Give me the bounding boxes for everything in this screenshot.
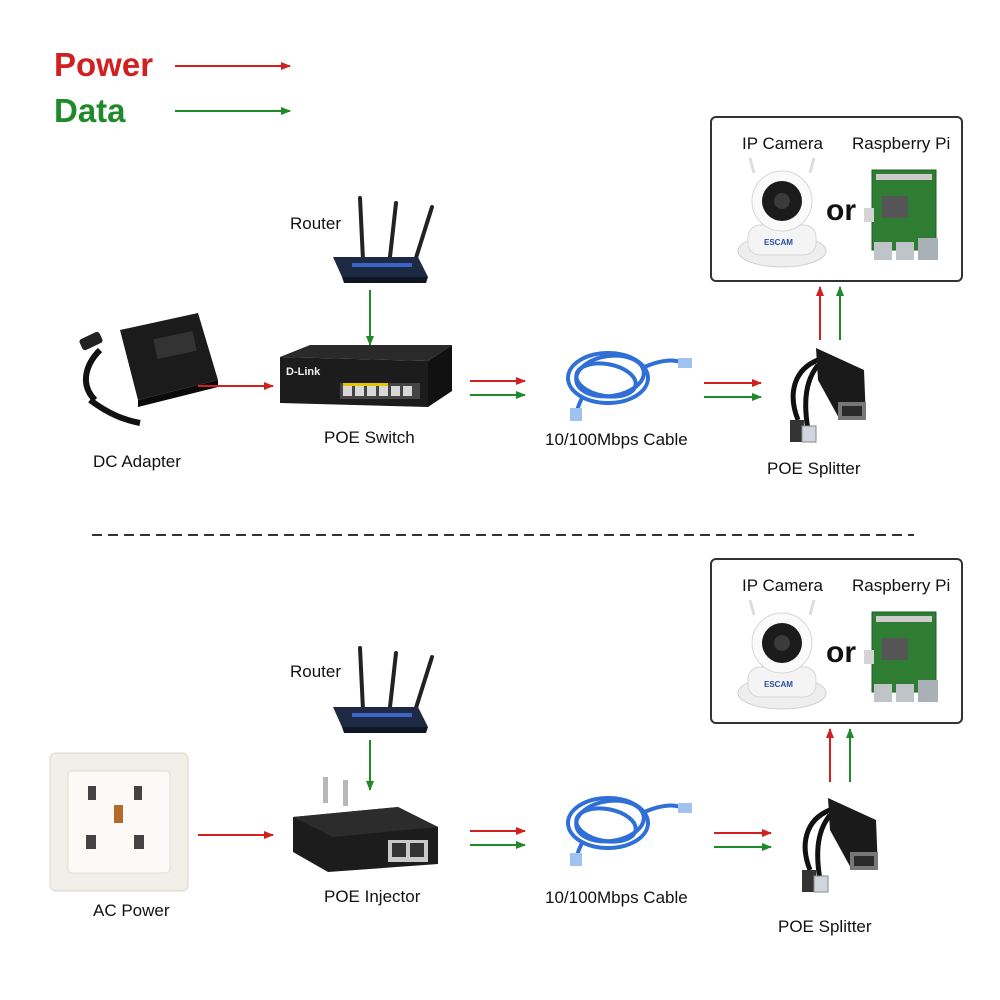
bottom-cable-label: 10/100Mbps Cable [545,888,688,907]
top-raspberry-pi-label: Raspberry Pi [852,134,951,153]
splitter-to-device-arrows [816,286,844,340]
top-or-text: or [826,194,856,227]
dc-to-switch-power-arrow [198,382,274,390]
switch-to-cable-arrows [470,377,526,399]
top-cable-icon [566,351,692,421]
bottom-device-box: IP Camera Raspberry Pi ESCAM or [710,558,963,724]
bottom-poe-splitter-icon [802,798,878,893]
poe-injector-label: POE Injector [324,887,421,906]
dc-adapter-icon [79,313,218,426]
top-cable-label: 10/100Mbps Cable [545,430,688,449]
top-router-label: Router [290,214,342,233]
bottom-ip-camera-icon: ESCAM [737,599,827,710]
top-router-icon [333,196,434,283]
bottom-cable-to-splitter-arrows [714,829,772,851]
bottom-or-text: or [826,636,856,669]
legend-power-label: Power [54,46,154,83]
bottom-camera-brand-text: ESCAM [764,680,793,689]
bottom-ip-camera-label: IP Camera [742,576,823,595]
legend-data-label: Data [54,92,126,129]
bottom-cable-icon [566,796,692,866]
ac-to-injector-power-arrow [198,831,274,839]
poe-switch-icon: D-Link [280,345,452,407]
top-router-to-switch-arrow [366,290,374,346]
bottom-raspberry-pi-icon [864,611,938,702]
ac-power-label: AC Power [93,901,170,920]
switch-brand-text: D-Link [286,366,321,378]
bottom-raspberry-pi-label: Raspberry Pi [852,576,951,595]
poe-switch-label: POE Switch [324,428,415,447]
bottom-router-label: Router [290,662,342,681]
bottom-router-icon [333,646,434,733]
ac-power-socket-icon [49,752,189,892]
legend-data-arrow [175,107,291,115]
injector-to-cable-arrows [470,827,526,849]
cable-to-splitter-arrows [704,379,762,401]
dc-adapter-label: DC Adapter [93,452,181,471]
top-ip-camera-icon: ESCAM [737,157,827,268]
camera-brand-text: ESCAM [764,238,793,247]
bottom-splitter-to-device-arrows [826,728,854,782]
section-divider [92,534,914,536]
bottom-router-to-injector-arrow [366,740,374,791]
top-poe-splitter-label: POE Splitter [767,459,861,478]
poe-injector-icon [293,777,438,872]
legend-power-arrow [175,62,291,70]
top-device-box: IP Camera Raspberry Pi ESCAM or [710,116,963,282]
bottom-poe-splitter-label: POE Splitter [778,917,872,936]
top-raspberry-pi-icon [864,169,938,260]
top-ip-camera-label: IP Camera [742,134,823,153]
top-poe-splitter-icon [790,348,866,443]
